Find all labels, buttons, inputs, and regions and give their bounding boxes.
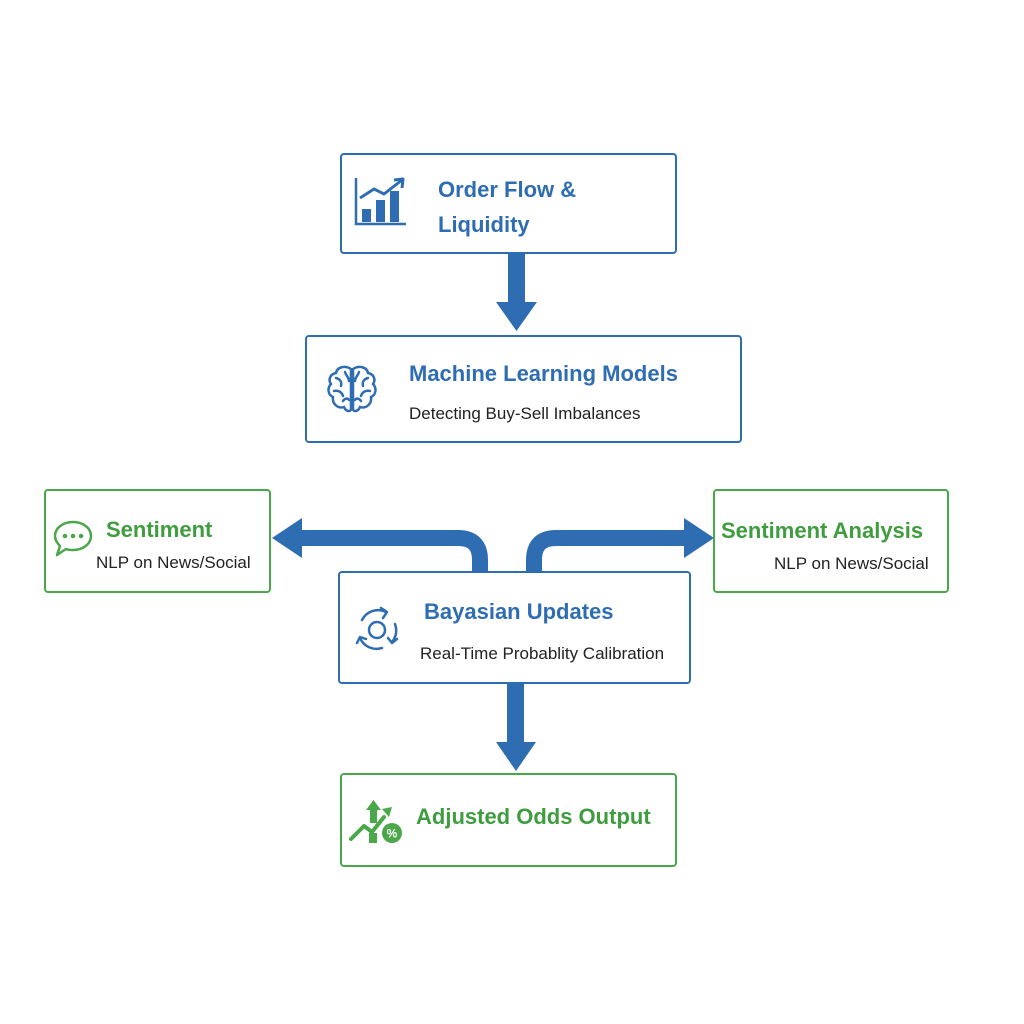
node-machine-learning-models[interactable]: Machine Learning Models Detecting Buy-Se… <box>305 335 742 443</box>
arrow-bayes-to-sentiment-left <box>272 518 488 573</box>
node-title: Sentiment <box>106 517 213 542</box>
arrow-order-to-ml <box>496 254 537 331</box>
arrow-bayes-to-output <box>496 684 536 771</box>
node-adjusted-odds-output[interactable]: % Adjusted Odds Output <box>340 773 677 867</box>
arrow-bayes-to-sentiment-right <box>526 518 714 573</box>
node-sentiment-analysis-right[interactable]: Sentiment Analysis NLP on News/Social <box>713 489 949 593</box>
node-subtitle: Detecting Buy-Sell Imbalances <box>409 404 641 423</box>
node-order-flow-liquidity[interactable]: Order Flow & Liquidity <box>340 153 677 254</box>
node-title: Sentiment Analysis <box>721 518 924 543</box>
node-title-line2: Liquidity <box>438 212 530 237</box>
node-title: Bayasian Updates <box>424 599 614 624</box>
node-title: Machine Learning Models <box>409 361 678 386</box>
node-bayesian-updates[interactable]: Bayasian Updates Real-Time Probablity Ca… <box>338 571 691 684</box>
cycle-arrows-icon <box>348 600 406 663</box>
svg-text:%: % <box>387 827 398 841</box>
bar-chart-trend-icon <box>352 176 408 233</box>
node-subtitle: NLP on News/Social <box>96 553 251 572</box>
node-title: Adjusted Odds Output <box>416 804 651 829</box>
trend-percent-icon: % <box>348 797 408 852</box>
node-sentiment-left[interactable]: Sentiment NLP on News/Social <box>44 489 271 593</box>
node-subtitle: NLP on News/Social <box>774 554 929 573</box>
node-title-line1: Order Flow & <box>438 177 577 202</box>
node-subtitle: Real-Time Probablity Calibration <box>420 644 665 663</box>
speech-bubble-icon <box>52 519 94 564</box>
brain-icon <box>325 363 379 422</box>
